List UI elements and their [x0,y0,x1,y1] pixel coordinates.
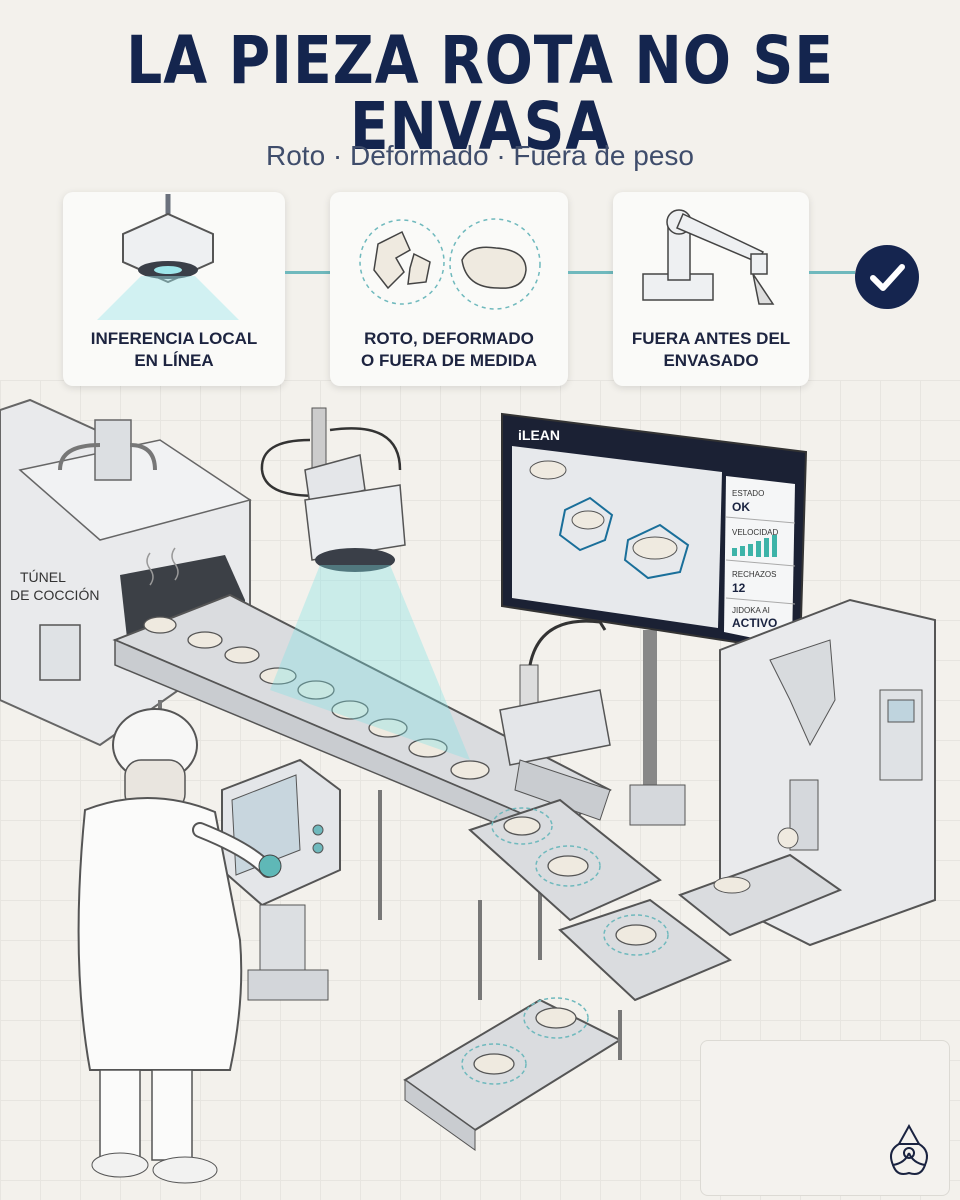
broken-piece-icon [359,218,541,310]
step-label-line1: FUERA ANTES DEL [631,329,791,348]
velocidad-label: VELOCIDAD [732,528,778,537]
jidoka-value: ACTIVO [732,616,777,630]
logo-area [700,1040,950,1196]
robot-arm-icon [642,209,775,305]
step-label-line2: O FUERA DE MEDIDA [361,351,537,370]
flower-logo-icon [890,1123,928,1175]
check-circle-icon [855,245,919,309]
rejected-pieces [461,807,669,1085]
estado-value: OK [732,500,750,514]
step-label-line1: ROTO, DEFORMADO [364,329,534,348]
vision-camera [260,407,470,760]
oven-label-line2: DE COCCIÓN [10,587,99,603]
page-subtitle: Roto · Deformado · Fuera de peso [266,140,694,171]
packaging-machine [677,598,936,947]
jidoka-label: JIDOKA AI [732,606,770,615]
monitor-brand: iLEAN [518,427,560,443]
step-label-line2: ENVASADO [663,351,759,370]
step-label-line2: EN LÍNEA [134,351,214,370]
estado-label: ESTADO [732,489,764,498]
rechazos-label: RECHAZOS [732,570,776,579]
step-card-rejection: FUERA ANTES DEL ENVASADO [613,192,809,386]
worker-figure [77,708,282,1184]
control-panel [221,758,341,1001]
step-label-line1: INFERENCIA LOCAL [90,329,258,348]
product-pieces [143,616,490,780]
page-title: LA PIEZA ROTA NO SE ENVASA [126,22,834,165]
connector-line [285,271,330,274]
rejection-station [499,619,611,821]
step-card-detection: ROTO, DEFORMADO O FUERA DE MEDIDA [330,192,568,386]
oven-label-line1: TÚNEL [20,569,66,585]
reject-conveyor [403,798,732,1151]
connector-line [809,271,855,274]
step-card-inference: INFERENCIA LOCAL EN LÍNEA [63,192,285,386]
camera-icon [97,194,239,320]
rechazos-value: 12 [732,581,746,595]
connector-line [568,271,613,274]
monitor-dashboard [501,412,808,826]
